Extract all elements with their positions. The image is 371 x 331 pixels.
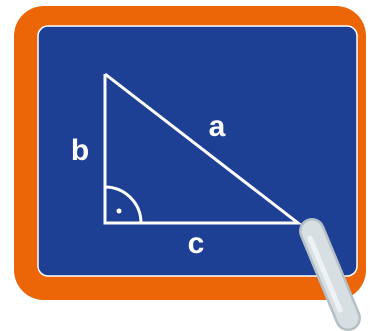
chalkboard-surface (37, 25, 358, 277)
chalk-stick-icon (299, 218, 361, 331)
label-vertical-leg-b: b (71, 134, 89, 167)
triangle-edges (103, 72, 303, 225)
right-triangle (103, 72, 303, 225)
label-horizontal-leg-c: c (188, 227, 205, 260)
right-angle-marker-icon (104, 185, 143, 224)
label-hypotenuse-a: a (209, 110, 226, 143)
